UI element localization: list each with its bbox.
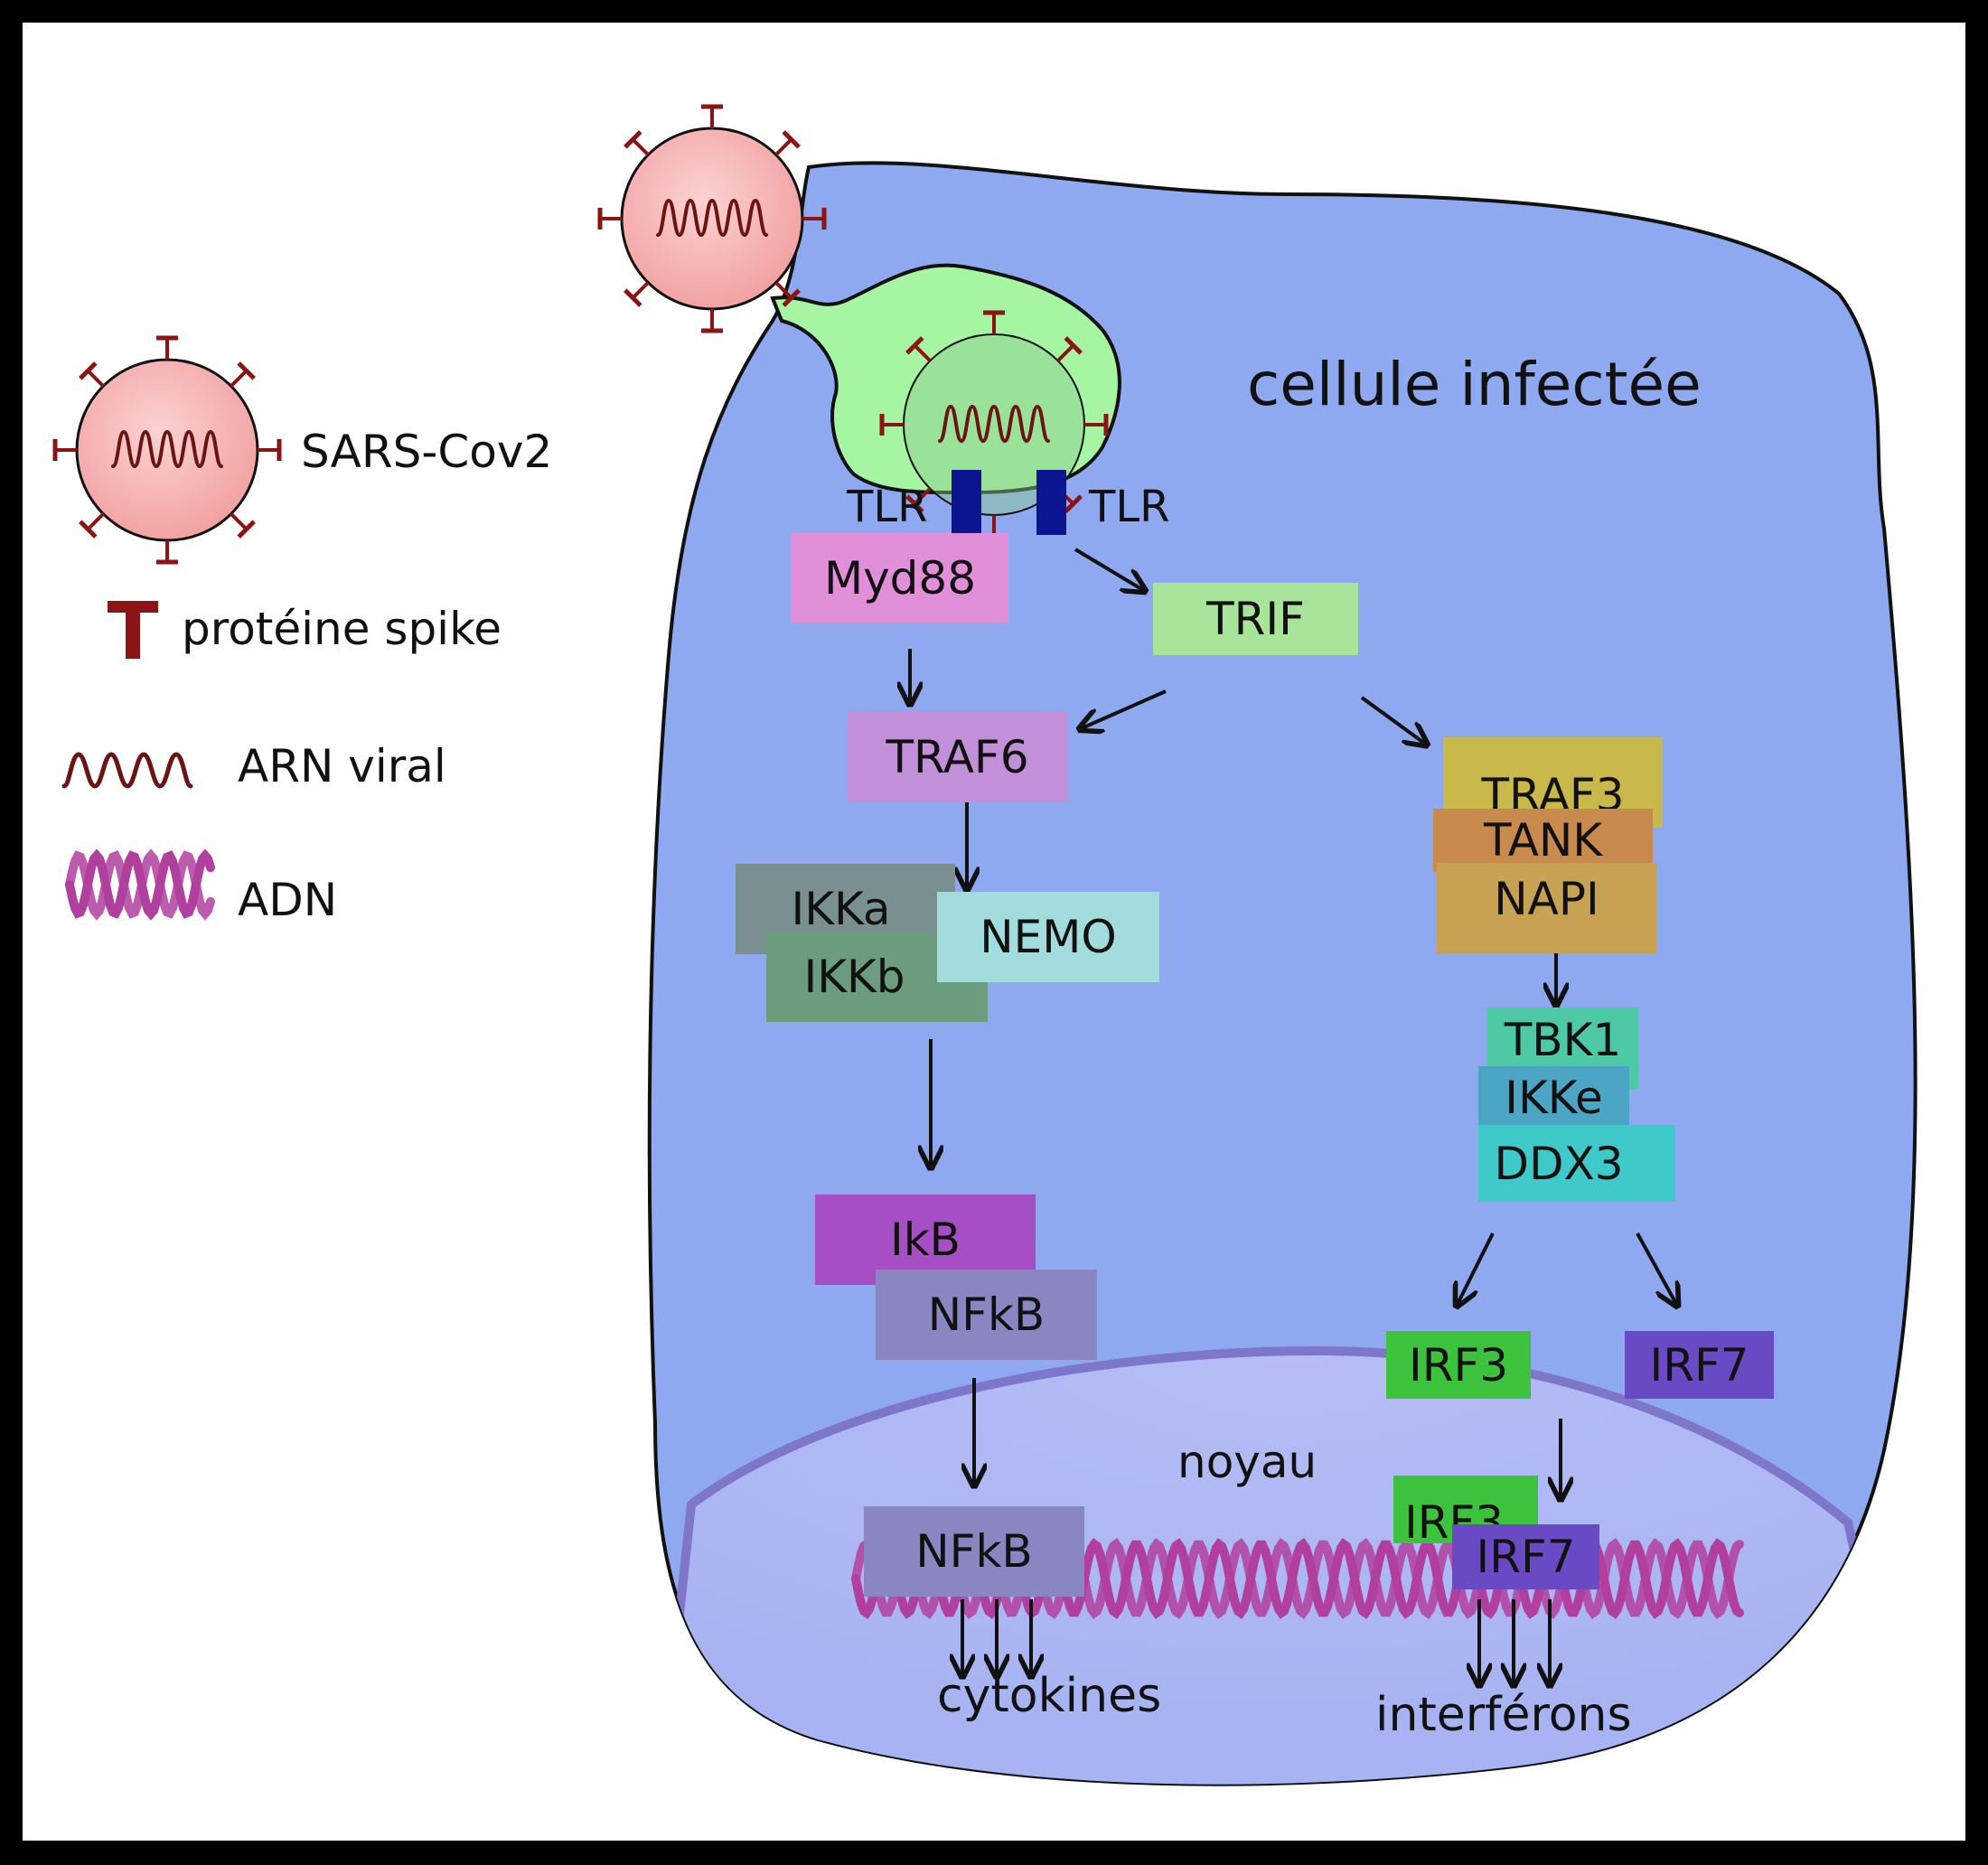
spike-protein: [79, 512, 105, 539]
legend-virus-icon: [52, 335, 282, 565]
spike-protein: [156, 335, 178, 360]
endosome-membrane: [770, 263, 1121, 495]
legend-dna-label: ADN: [238, 874, 338, 926]
irf7-cytoplasm-box: IRF7: [1625, 1331, 1774, 1399]
spike-protein: [230, 361, 256, 388]
arrow-ddx3-to-irf3: [1458, 1232, 1495, 1304]
tbk1-box: TBK1: [1487, 1007, 1638, 1089]
legend-virus-label: SARS-Cov2: [301, 426, 553, 478]
dna-strand: [65, 848, 215, 921]
legend-virus-capsule: [75, 358, 259, 542]
trif-box: TRIF: [1153, 583, 1358, 655]
ikke-box: IKKe: [1478, 1066, 1629, 1129]
cell-title: cellule infectée: [1247, 350, 1702, 419]
viral-rna: [938, 404, 1050, 444]
pathway-arrows: [910, 548, 1676, 1683]
arrow-ddx3-to-irf7: [1636, 1232, 1676, 1304]
spike-protein: [597, 208, 622, 230]
nemo-box: NEMO: [937, 892, 1159, 982]
figure-frame: SARS-Cov2 protéine spike ARN viral ADN c…: [23, 23, 1965, 1841]
nfkb-cytoplasm-box: NFkB: [876, 1270, 1097, 1360]
arrow-trif-to-traf6: [1082, 689, 1167, 728]
legend-dna-icon: [65, 848, 215, 921]
arrow-trif-to-traf3: [1360, 696, 1425, 744]
outer-virus-capsule: [620, 127, 804, 311]
nfkb-nucleus-box: NFkB: [864, 1506, 1084, 1597]
legend-rna-icon: [61, 752, 193, 789]
irf3-cytoplasm-box: IRF3: [1386, 1331, 1531, 1399]
legend-spike-label: protéine spike: [182, 603, 502, 655]
spike-protein: [1056, 336, 1083, 362]
viral-rna: [656, 198, 768, 238]
ddx3-box: DDX3: [1478, 1125, 1675, 1202]
tlr-label-left: TLR: [847, 482, 928, 532]
spike-protein: [701, 309, 723, 333]
arrow-tlr-to-trif: [1074, 548, 1143, 590]
traf6-box: TRAF6: [848, 712, 1067, 802]
spike-protein: [905, 336, 932, 362]
spike-protein: [156, 540, 178, 565]
spike-protein: [983, 310, 1005, 334]
spike-protein: [802, 208, 827, 230]
tlr-receptor-right: [1036, 470, 1066, 535]
legend-spike-icon: [108, 601, 158, 659]
legend-rna-label: ARN viral: [238, 740, 446, 792]
spike-protein: [774, 130, 801, 156]
spike-protein: [879, 414, 904, 436]
interferons-label: interférons: [1375, 1688, 1632, 1742]
spike-protein: [774, 281, 801, 307]
spike-protein: [79, 361, 105, 388]
myd88-box: Myd88: [792, 533, 1008, 623]
viral-rna: [111, 429, 223, 469]
spike-protein: [52, 439, 77, 461]
tank-box: TANK: [1433, 809, 1653, 872]
spike-protein: [701, 104, 723, 128]
spike-protein: [1084, 414, 1109, 436]
irf7-nucleus-box: IRF7: [1452, 1524, 1599, 1589]
spike-protein: [230, 512, 256, 539]
tlr-label-right: TLR: [1089, 482, 1170, 532]
tlr-receptor-left: [952, 470, 981, 535]
spike-protein: [258, 439, 282, 461]
nucleus-label: noyau: [1177, 1436, 1318, 1488]
spike-protein: [905, 487, 932, 513]
napi-box: NAPI: [1437, 863, 1656, 953]
spike-protein: [624, 281, 650, 307]
cytokines-label: cytokines: [937, 1669, 1162, 1723]
sars-cov2-virus: [597, 104, 827, 333]
cytokine-output-arrows: [962, 1599, 1031, 1674]
interferon-output-arrows: [1479, 1599, 1550, 1683]
spike-protein: [624, 130, 650, 156]
